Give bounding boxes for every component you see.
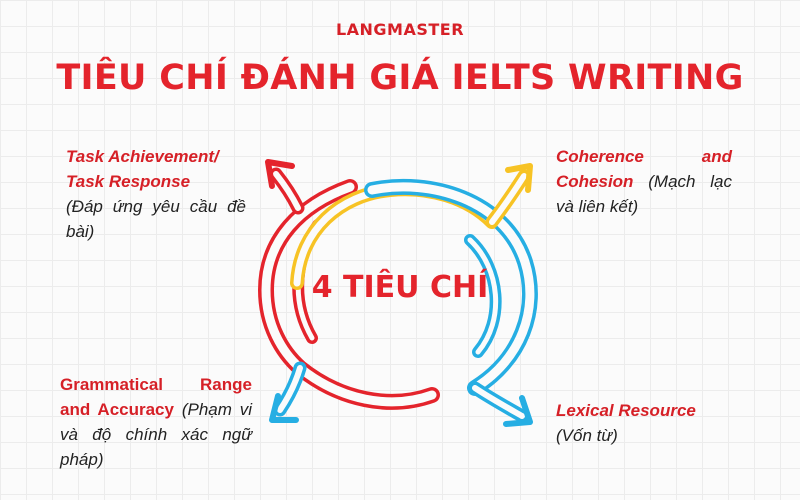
- arrowhead-bottom-left: [269, 393, 299, 423]
- arrowhead-bottom-right: [503, 395, 533, 427]
- criterion-name: Task Response: [66, 172, 191, 191]
- arrowhead-top-right: [505, 163, 533, 193]
- criterion-grammatical-range: Grammatical Range and Accuracy (Phạm vi …: [60, 372, 252, 472]
- criterion-coherence-cohesion: Coherence and Cohesion (Mạch lạc và liên…: [556, 144, 732, 219]
- criterion-name: Task Achievement/: [66, 147, 219, 166]
- arrowhead-top-left: [265, 159, 295, 189]
- criterion-lexical-resource: Lexical Resource (Vốn từ): [556, 398, 732, 448]
- criterion-name: Grammatical Range and Accuracy: [60, 375, 252, 419]
- criterion-description: (Đáp ứng yêu cầu đề bài): [66, 197, 246, 241]
- criterion-description: (Vốn từ): [556, 426, 618, 445]
- criterion-name: Coherence and Cohesion: [556, 147, 732, 191]
- criterion-description: (Phạm vi và độ chính xác ngữ pháp): [60, 400, 252, 469]
- brand-logo: LANGMASTER: [335, 20, 465, 39]
- criterion-name: Lexical Resource: [556, 401, 696, 420]
- criterion-task-achievement: Task Achievement/ Task Response (Đáp ứng…: [66, 144, 246, 244]
- red-arc-inner: [261, 182, 437, 407]
- criterion-description: (Mạch lạc và liên kết): [556, 172, 732, 216]
- center-label: 4 TIÊU CHÍ: [311, 270, 489, 305]
- page-title: TIÊU CHÍ ĐÁNH GIÁ IELTS WRITING: [56, 58, 744, 98]
